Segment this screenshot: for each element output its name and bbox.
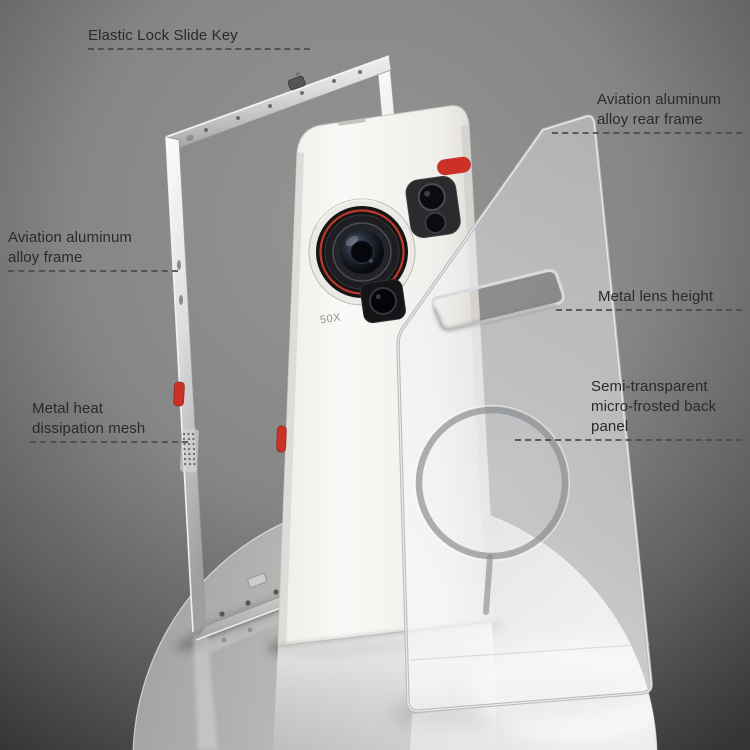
- leader-line-elastic-lock: [88, 48, 310, 50]
- panel-seam: [409, 643, 651, 661]
- phone-left-edge: [278, 152, 304, 646]
- phone-red-button: [276, 425, 287, 453]
- frame-red-slider-button: [173, 381, 185, 407]
- secondary-camera-module: [405, 175, 461, 239]
- callout-back-panel: Semi-transparent micro-frosted back pane…: [591, 378, 717, 435]
- leader-line-heat-mesh: [30, 441, 188, 443]
- main-camera-lens: [308, 198, 416, 306]
- magsafe-ring: [413, 404, 571, 615]
- callout-lens-height: Metal lens height: [598, 288, 714, 305]
- callout-rear-frame: Aviation aluminum alloy rear frame: [597, 91, 721, 128]
- leader-line-lens-height: [556, 309, 742, 311]
- zoom-label: 50X: [319, 312, 342, 327]
- frame-top-holes: [204, 70, 362, 132]
- leader-line-back-panel: [515, 439, 742, 441]
- elastic-lock-slide-key: [287, 71, 306, 91]
- callout-elastic-lock-slide-key: Elastic Lock Slide Key: [88, 27, 238, 44]
- frame-screws: [219, 573, 279, 617]
- frame-reflection: [193, 632, 218, 750]
- frosted-back-panel: [396, 114, 653, 713]
- leader-line-rear-frame: [552, 132, 742, 134]
- periscope-lens: [360, 278, 406, 324]
- heat-dissipation-mesh: [180, 428, 199, 473]
- panel-body: [398, 116, 652, 712]
- leader-line-alloy-frame: [8, 270, 178, 272]
- callout-alloy-frame: Aviation aluminum alloy frame: [8, 229, 132, 266]
- earpiece: [338, 118, 366, 126]
- brand-badge: [437, 156, 471, 176]
- callout-heat-mesh: Metal heat dissipation mesh: [32, 400, 146, 437]
